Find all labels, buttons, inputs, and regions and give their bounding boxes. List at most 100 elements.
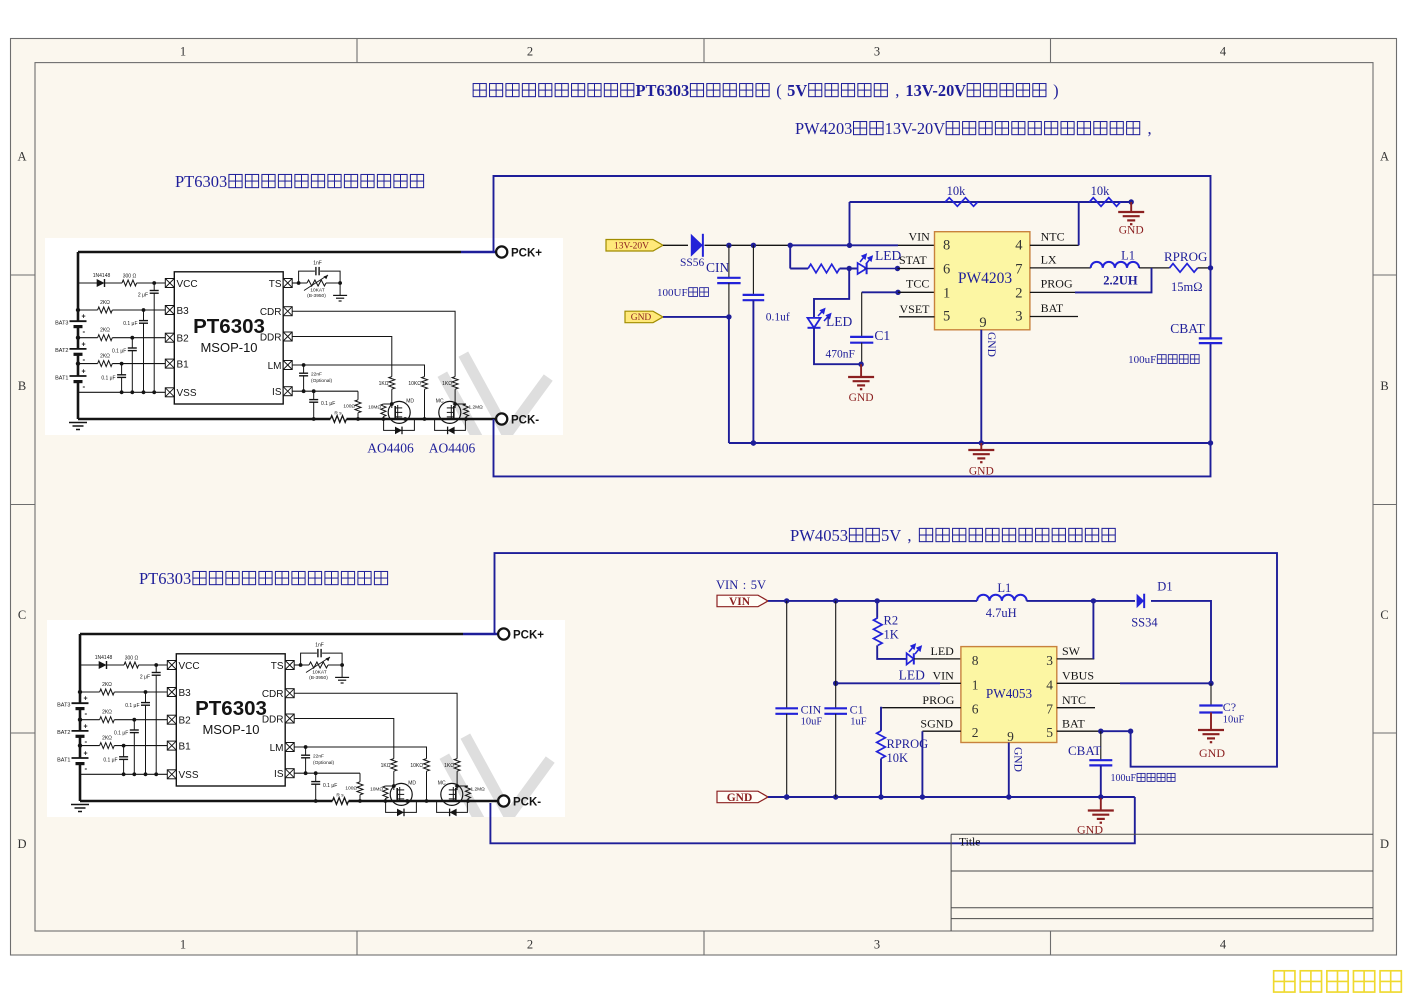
svg-text:15mΩ: 15mΩ	[1171, 280, 1203, 294]
svg-text:4: 4	[1046, 677, 1053, 692]
svg-text:B: B	[18, 379, 26, 393]
svg-text:4: 4	[1220, 45, 1227, 59]
svg-text:CBAT: CBAT	[1068, 743, 1101, 758]
svg-text:0.1uf: 0.1uf	[766, 312, 790, 324]
svg-text:STAT: STAT	[899, 253, 927, 267]
svg-text:5: 5	[1046, 725, 1053, 740]
svg-text:D1: D1	[1157, 580, 1172, 594]
svg-text:VIN: VIN	[729, 596, 751, 608]
svg-text:GND: GND	[969, 466, 994, 478]
svg-text:L1: L1	[1121, 249, 1135, 263]
svg-text:5: 5	[943, 309, 950, 325]
svg-text:GND: GND	[1119, 225, 1144, 237]
svg-text:4: 4	[1015, 238, 1023, 254]
svg-text:CIN: CIN	[706, 260, 730, 275]
svg-text:10K: 10K	[887, 751, 909, 765]
svg-text:PW4203: PW4203	[795, 119, 852, 138]
svg-text:13V-20V: 13V-20V	[614, 241, 649, 251]
svg-text:,: ,	[895, 81, 899, 100]
svg-text:C?: C?	[1223, 700, 1236, 714]
svg-text:2: 2	[972, 725, 979, 740]
svg-text:PROG: PROG	[922, 693, 954, 707]
svg-text:5V: 5V	[751, 578, 766, 592]
svg-text:7: 7	[1015, 262, 1022, 278]
svg-text:9: 9	[1007, 729, 1014, 744]
svg-text:1: 1	[180, 45, 186, 59]
svg-text:C: C	[18, 608, 26, 622]
svg-text:6: 6	[972, 702, 979, 717]
svg-text:GND: GND	[1199, 746, 1225, 760]
svg-text:GND: GND	[631, 313, 652, 323]
svg-text:BAT: BAT	[1062, 717, 1085, 731]
svg-text:,: ,	[907, 526, 911, 545]
svg-text:PT6303: PT6303	[175, 172, 227, 191]
svg-text:3: 3	[874, 45, 880, 59]
svg-text:R2: R2	[884, 614, 899, 628]
svg-text:SW: SW	[1062, 644, 1081, 658]
svg-text:10k: 10k	[947, 184, 967, 198]
svg-text:10uF: 10uF	[801, 717, 823, 728]
svg-text:GND: GND	[1012, 747, 1024, 772]
svg-text:LED: LED	[826, 314, 852, 329]
svg-text:A: A	[1380, 150, 1389, 164]
svg-text:BAT: BAT	[1041, 301, 1064, 315]
svg-text:CBAT: CBAT	[1170, 321, 1205, 336]
svg-text:13V-20V: 13V-20V	[885, 119, 946, 138]
svg-text:SS56: SS56	[680, 257, 705, 269]
svg-text:3: 3	[1015, 309, 1022, 325]
svg-text:7: 7	[1046, 702, 1053, 717]
svg-text:Title: Title	[959, 837, 980, 849]
svg-text:9: 9	[979, 315, 986, 331]
svg-text:C: C	[1380, 608, 1388, 622]
svg-text:GND: GND	[985, 332, 997, 357]
svg-text:LED: LED	[875, 248, 901, 263]
svg-text:SS34: SS34	[1131, 616, 1158, 630]
svg-text:D: D	[17, 837, 26, 851]
svg-text:8: 8	[943, 238, 950, 254]
svg-text:PT6303: PT6303	[636, 81, 690, 100]
svg-text:NTC: NTC	[1041, 230, 1065, 244]
svg-text:8: 8	[972, 653, 979, 668]
svg-text:RPROG: RPROG	[887, 737, 929, 751]
svg-text:LED: LED	[899, 668, 925, 683]
svg-text:GND: GND	[727, 792, 753, 804]
svg-text:10k: 10k	[1091, 184, 1111, 198]
svg-text:2: 2	[527, 45, 533, 59]
svg-text:1: 1	[180, 938, 186, 952]
svg-text:5V: 5V	[787, 81, 807, 100]
svg-text:1uF: 1uF	[850, 717, 867, 728]
svg-text:5V: 5V	[881, 526, 901, 545]
svg-text:VBUS: VBUS	[1062, 669, 1094, 683]
svg-text:1K: 1K	[884, 628, 899, 642]
svg-text:VSET: VSET	[900, 302, 931, 316]
svg-text:C1: C1	[874, 328, 890, 343]
svg-text:1: 1	[943, 286, 950, 302]
svg-text:4.7uH: 4.7uH	[986, 606, 1017, 620]
svg-text:4: 4	[1220, 938, 1227, 952]
svg-text:1: 1	[972, 677, 979, 692]
svg-text:): )	[1053, 81, 1058, 100]
svg-text:C1: C1	[850, 703, 864, 717]
svg-text:GND: GND	[849, 392, 874, 404]
svg-text:TCC: TCC	[906, 277, 929, 291]
svg-text:,: ,	[1148, 119, 1152, 138]
svg-text:PW4053: PW4053	[790, 526, 848, 545]
svg-text:AO4406: AO4406	[429, 441, 476, 456]
svg-text:PROG: PROG	[1041, 277, 1073, 291]
svg-text:3: 3	[874, 938, 880, 952]
svg-text:(: (	[776, 81, 781, 100]
svg-text:100uF: 100uF	[1128, 354, 1156, 366]
svg-text:A: A	[17, 150, 26, 164]
svg-text:SGND: SGND	[920, 717, 953, 731]
svg-text:10uF: 10uF	[1223, 715, 1245, 726]
svg-text:PW4203: PW4203	[958, 270, 1013, 287]
svg-text:100uF: 100uF	[1111, 773, 1137, 784]
svg-text:2: 2	[1015, 286, 1022, 302]
svg-text:VIN: VIN	[716, 578, 738, 592]
svg-text:D: D	[1380, 837, 1389, 851]
svg-text:13V-20V: 13V-20V	[905, 81, 966, 100]
svg-text:PW4053: PW4053	[986, 686, 1033, 701]
svg-text:NTC: NTC	[1062, 693, 1086, 707]
svg-text:GND: GND	[1077, 823, 1103, 837]
svg-text:AO4406: AO4406	[367, 441, 414, 456]
